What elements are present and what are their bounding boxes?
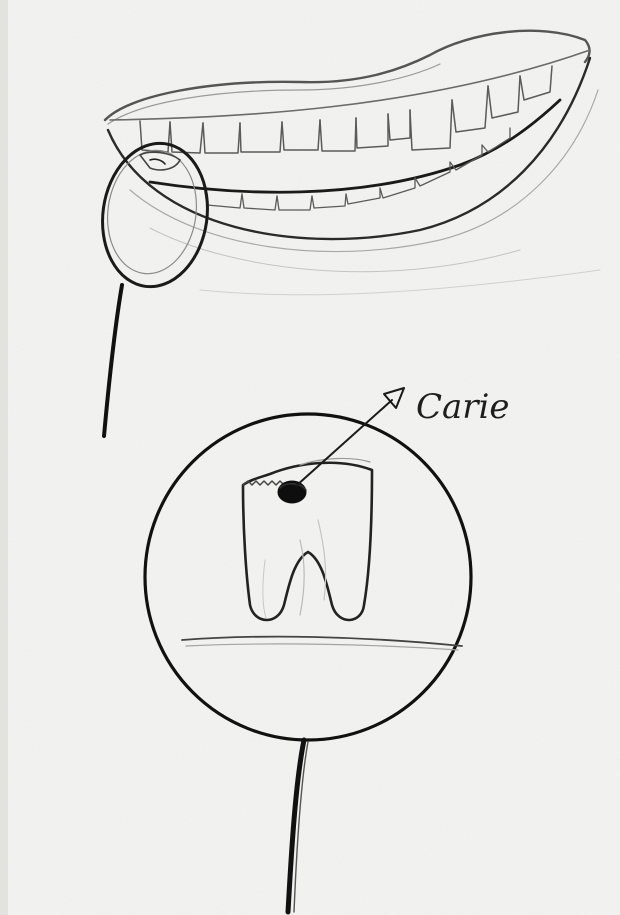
cavity-label: Carie: [416, 387, 510, 427]
paper-edge: [0, 0, 8, 915]
